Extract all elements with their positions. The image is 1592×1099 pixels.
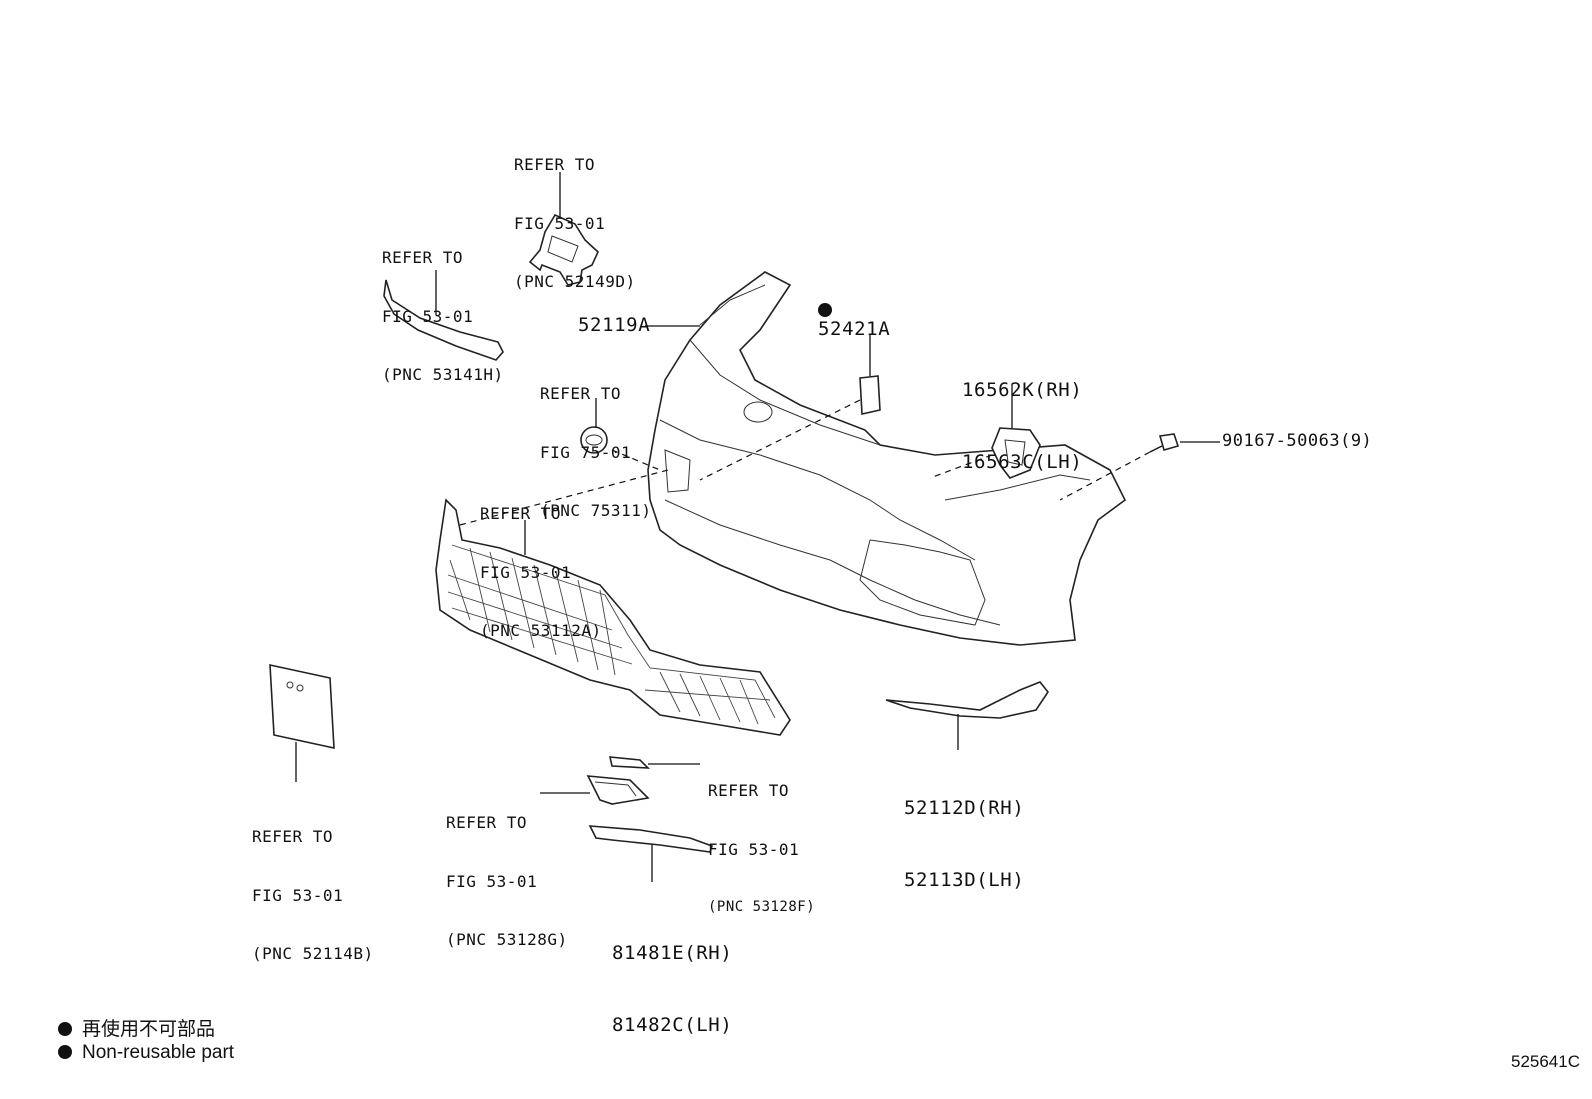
- part-number-52119a: 52119A: [578, 314, 651, 336]
- emblem: [580, 398, 608, 454]
- bumper-plate: [699, 335, 881, 481]
- callout-refer-52149d: REFER TO FIG 53-01 (PNC 52149D): [514, 155, 636, 291]
- callout-refer-75311: REFER TO FIG 75-01 (PNC 75311): [540, 384, 652, 520]
- part-number-52112d: 52112D(RH) 52113D(LH): [904, 797, 1025, 891]
- part-number-16562k: 16562K(RH) 16563C(LH): [962, 379, 1083, 473]
- bumper-side-moulding: [885, 681, 1049, 750]
- bumper-side-retainer: [929, 384, 1041, 479]
- non-reusable-dot-icon: [58, 1045, 72, 1059]
- front-bumper-cover: [645, 271, 1127, 646]
- part-number-81481e: 81481E(RH) 81482C(LH): [612, 942, 733, 1036]
- screw: [1059, 433, 1220, 501]
- license-plate-bracket: [269, 663, 335, 782]
- callout-refer-53128f: REFER TO FIG 53-01 (PNC 53128F): [708, 781, 816, 915]
- callout-refer-52114b: REFER TO FIG 53-01 (PNC 52114B): [252, 827, 374, 963]
- part-number-52421a: 52421A: [818, 303, 890, 341]
- callout-refer-53141h: REFER TO FIG 53-01 (PNC 53141H): [382, 248, 504, 384]
- callout-refer-53112a: REFER TO FIG 53-01 (PNC 53112A): [480, 504, 602, 640]
- radiator-grille: [435, 498, 791, 736]
- figure-id: 525641C: [1510, 1052, 1580, 1071]
- bumper-hole-cover-g: [540, 775, 650, 805]
- bumper-hole-cover-f: [608, 756, 700, 769]
- fog-lamp-garnish: [588, 825, 714, 882]
- bumper-bracket-upper: [528, 172, 599, 286]
- non-reusable-dot-icon: [818, 303, 832, 317]
- callout-refer-53128g: REFER TO FIG 53-01 (PNC 53128G): [446, 813, 568, 949]
- non-reusable-dot-icon: [58, 1022, 72, 1036]
- legend-english: Non-reusable part: [58, 1042, 234, 1064]
- legend-japanese: 再使用不可部品: [58, 1014, 215, 1041]
- bumper-retainer-upper: [383, 270, 504, 361]
- part-number-90167: 90167-50063(9): [1222, 431, 1373, 451]
